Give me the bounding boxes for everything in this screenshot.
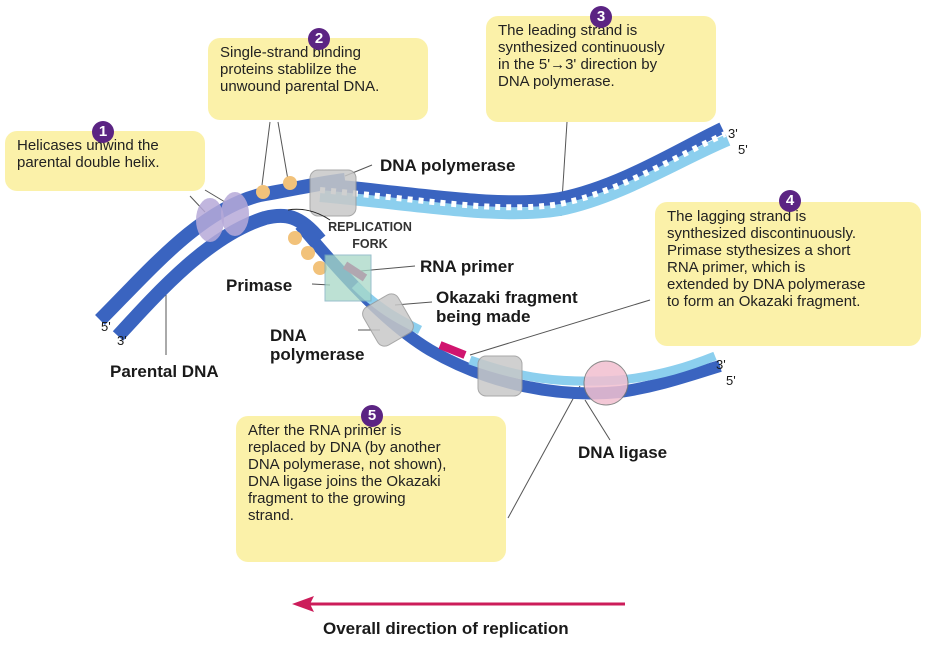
leading-template-strand [319, 122, 725, 208]
callout-line: synthesized discontinuously. [667, 225, 856, 242]
okazaki-line: Okazaki fragment [436, 288, 578, 307]
callout-line: Helicases unwind the [17, 137, 159, 154]
label-parental-dna: Parental DNA [110, 362, 219, 381]
callout-line: DNA polymerase. [498, 73, 615, 90]
dna-ligase [583, 360, 629, 406]
label-primase: Primase [226, 276, 293, 295]
base-pairs [105, 203, 263, 331]
direction-arrow-head [292, 596, 314, 612]
replication-fork-arrow [287, 208, 331, 221]
step-badge-2: 2 [308, 28, 330, 50]
ssb-protein [301, 246, 315, 260]
primase [324, 254, 372, 302]
callout-line: DNA polymerase, not shown), [248, 456, 447, 473]
step-badge-3: 3 [590, 6, 612, 28]
label-dna-polymerase-top: DNA polymerase [380, 156, 516, 175]
callout-line: parental double helix. [17, 154, 160, 171]
leading-base-pairs [319, 131, 727, 211]
label-dna-ligase: DNA ligase [578, 443, 668, 462]
callout-line: replaced by DNA (by another [248, 439, 441, 456]
callout-line: proteins stablilze the [220, 61, 357, 78]
callout-line: Primase stythesizes a short [667, 242, 851, 259]
helicase-2 [221, 192, 249, 236]
callout-line: Single-strand binding [220, 44, 361, 61]
dna-polymerase-leading [309, 169, 357, 217]
callout-line: unwound parental DNA. [220, 78, 380, 95]
fork-line: REPLICATION [328, 220, 412, 234]
callout-line: synthesized continuously [498, 39, 665, 56]
label-replication-fork: REPLICATION FORK [315, 219, 425, 253]
callout-line: After the RNA primer is [248, 422, 402, 439]
end-label-leading-3prime: 3' [728, 126, 738, 141]
polymerase-line: polymerase [270, 345, 365, 364]
parental-strand-bottom [112, 208, 326, 341]
ssb-protein [313, 261, 327, 275]
callout-dna-ligase: After the RNA primer is replaced by DNA … [236, 416, 506, 562]
dna-polymerase-lagging [362, 293, 414, 347]
polymerase-line: DNA [270, 326, 307, 345]
fork-line: FORK [352, 237, 388, 251]
rna-primer-2 [438, 341, 467, 359]
leader-ssb-1 [261, 121, 271, 186]
end-label-leading-5prime: 5' [738, 142, 748, 157]
callout-line: RNA primer, which is [667, 259, 806, 276]
end-label-left-3prime: 3' [117, 333, 127, 348]
end-label-lagging-3prime: 3' [716, 357, 726, 372]
callout-line: in the 5'→3' direction by [498, 56, 658, 73]
helicase-1 [196, 198, 224, 242]
callout-line: The lagging strand is [667, 208, 807, 225]
label-okazaki-fragment: Okazaki fragment being made [436, 288, 578, 326]
leading-strand-region [319, 122, 731, 220]
label-rna-primer: RNA primer [420, 257, 514, 276]
callout-lagging-strand: The lagging strand is synthesized discon… [655, 202, 921, 346]
leader-dna-ligase [584, 399, 611, 441]
step-badge-1: 1 [92, 121, 114, 143]
label-dna-polymerase-bottom: DNA polymerase [270, 326, 365, 364]
step-badge-4: 4 [779, 190, 801, 212]
callout-leading-strand: The leading strand is synthesized contin… [486, 16, 716, 122]
callout-helicase: Helicases unwind the parental double hel… [5, 131, 205, 191]
leader-ligase-join [507, 385, 581, 519]
callout-ssb: Single-strand binding proteins stablilze… [208, 38, 428, 120]
callout-line: strand. [248, 507, 294, 524]
callout-line: DNA ligase joins the Okazaki [248, 473, 441, 490]
leader-ssb-2 [277, 121, 289, 181]
step-badge-5: 5 [361, 405, 383, 427]
end-label-lagging-5prime: 5' [726, 373, 736, 388]
callout-line: fragment to the growing [248, 490, 406, 507]
end-label-left-5prime: 5' [101, 319, 111, 334]
ssb-protein [256, 185, 270, 199]
leader-lines [165, 121, 651, 519]
ssb-protein [283, 176, 297, 190]
ssb-protein [288, 231, 302, 245]
dna-polymerase-lagging-2 [477, 355, 523, 397]
leader-lagging-strand [469, 299, 651, 356]
callout-line: extended by DNA polymerase [667, 276, 866, 293]
label-overall-direction: Overall direction of replication [323, 619, 569, 638]
leading-strand-new [319, 134, 731, 220]
okazaki-line: being made [436, 307, 531, 326]
callout-line: to form an Okazaki fragment. [667, 293, 861, 310]
